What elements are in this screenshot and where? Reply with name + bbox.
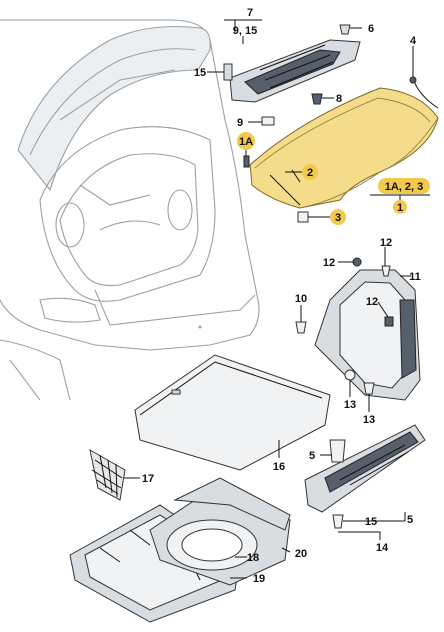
clip-part-6 [339, 24, 351, 35]
bracket-part-7 [229, 39, 361, 103]
label-3: 3 [335, 212, 341, 224]
trim-part-14 [304, 424, 426, 513]
leader-lines [124, 19, 430, 579]
label-14: 14 [376, 542, 389, 554]
highlight-badges [237, 132, 430, 225]
fastener-part-12c [384, 316, 394, 327]
label-12-left: 12 [323, 257, 335, 269]
fastener-part-12b [381, 265, 391, 277]
car-body [0, 19, 260, 401]
label-15-bottom: 15 [365, 516, 377, 528]
label-16: 16 [273, 461, 285, 473]
label-11: 11 [409, 271, 421, 283]
clip-part-9 [261, 116, 275, 126]
clip-part-15b [332, 514, 344, 529]
label-13-left: 13 [344, 399, 356, 411]
label-15-top: 15 [194, 67, 206, 79]
label-19: 19 [253, 573, 265, 585]
label-5-right: 5 [407, 514, 413, 526]
cargo-net-part-17 [89, 449, 126, 501]
floor-mat-part-16 [134, 354, 331, 471]
label-2: 2 [307, 167, 313, 179]
label-5-left: 5 [309, 450, 315, 462]
label-13-right: 13 [363, 414, 375, 426]
label-9: 9 [237, 117, 243, 129]
label-12-top: 12 [380, 237, 392, 249]
clip-part-15a [223, 63, 233, 81]
label-12-mid: 12 [366, 296, 378, 308]
label-18: 18 [247, 552, 259, 564]
fastener-part-13a [344, 369, 356, 381]
fastener-part-12a [352, 257, 362, 267]
insert-part-20 [173, 477, 291, 531]
cable-part-4 [409, 60, 439, 109]
side-trim-part-11 [314, 269, 421, 401]
label-9-15: 9, 15 [233, 25, 257, 37]
fastener-part-10 [295, 321, 307, 334]
label-1: 1 [397, 202, 403, 214]
label-4: 4 [410, 35, 417, 47]
label-6: 6 [368, 23, 374, 35]
fastener-part-13b [363, 382, 375, 395]
label-1A-2-3: 1A, 2, 3 [385, 181, 424, 193]
clip-part-1A [243, 155, 250, 168]
label-7: 7 [247, 7, 253, 19]
clip-part-8 [311, 93, 323, 105]
clip-part-5a [329, 439, 346, 463]
label-20: 20 [295, 548, 307, 560]
label-8: 8 [336, 93, 342, 105]
clip-part-3 [297, 211, 309, 223]
label-10: 10 [295, 293, 307, 305]
label-17: 17 [142, 473, 154, 485]
label-1A: 1A [239, 136, 253, 148]
